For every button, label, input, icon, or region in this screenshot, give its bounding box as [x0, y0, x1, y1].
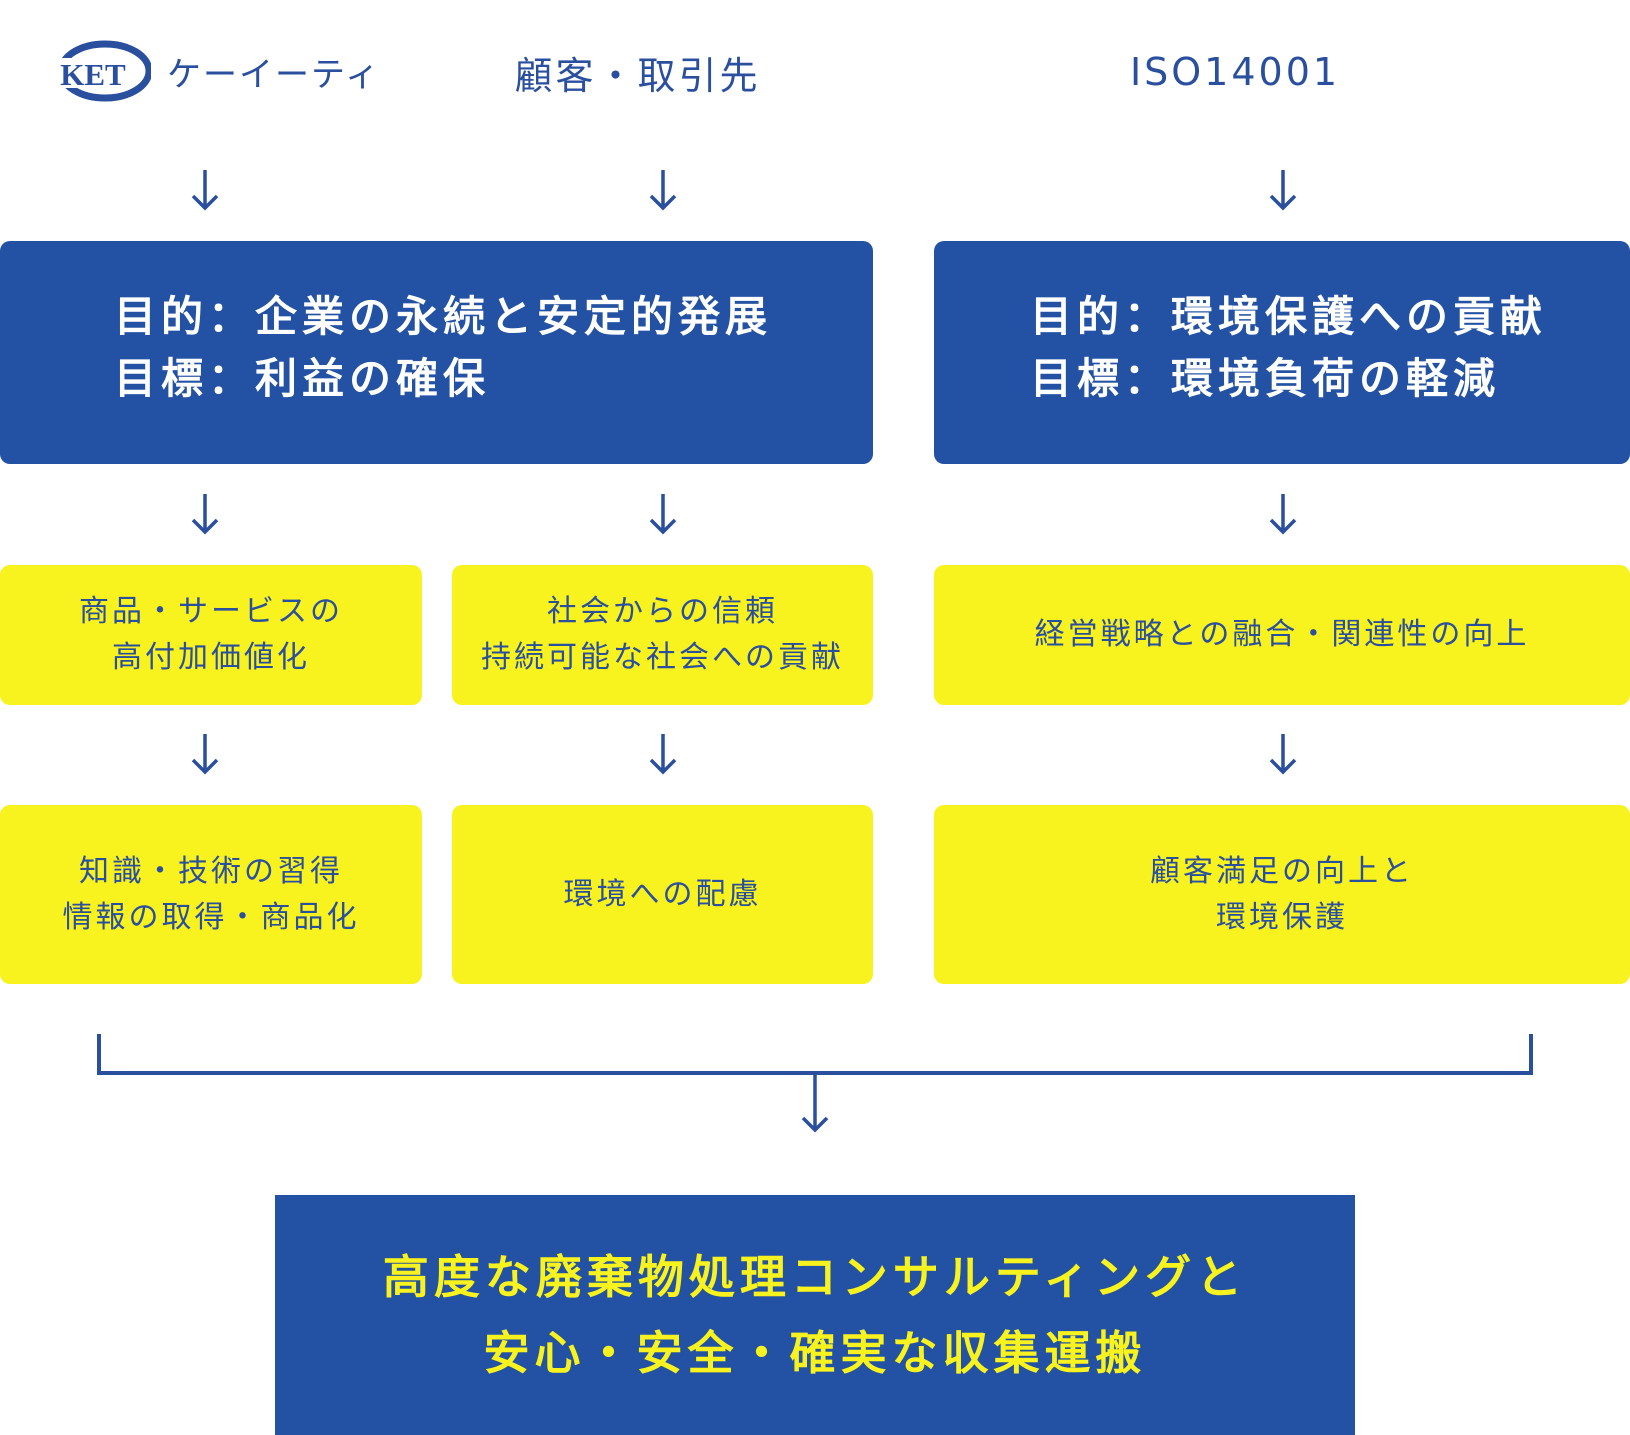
- box-text-line: 高付加価値化: [112, 640, 310, 675]
- arrow-down-icon: [1269, 170, 1297, 211]
- company-target: 目標：利益の確保: [114, 354, 491, 403]
- arrow-down-icon: [191, 494, 219, 535]
- arrow-down-icon: [649, 494, 677, 535]
- yellow-box-knowledge: 知識・技術の習得 情報の取得・商品化: [0, 805, 422, 984]
- arrow-down-icon: [191, 734, 219, 775]
- arrow-down-icon: [1269, 494, 1297, 535]
- box-text-line: 商品・サービスの: [79, 594, 343, 629]
- box-text-line: 環境保護: [1216, 899, 1348, 935]
- box-text-line: 顧客満足の向上と: [1150, 853, 1414, 889]
- arrow-down-icon: [191, 170, 219, 211]
- box-text-line: 持続可能な社会への貢献: [481, 640, 844, 675]
- company-purpose: 目的：企業の永続と安定的発展: [114, 292, 773, 341]
- logo-company-name: ケーイーティ: [167, 54, 381, 95]
- yellow-box-strategy: 経営戦略との融合・関連性の向上: [934, 565, 1630, 705]
- yellow-box-value-added: 商品・サービスの 高付加価値化: [0, 565, 422, 705]
- box-text-line: 社会からの信頼: [547, 594, 778, 629]
- box-text-line: 知識・技術の習得: [79, 853, 343, 889]
- blue-box-company-goals: 目的：企業の永続と安定的発展 目標：利益の確保: [0, 241, 873, 464]
- box-text-line: 情報の取得・商品化: [62, 899, 360, 935]
- yellow-box-environment: 環境への配慮: [452, 805, 873, 984]
- ket-logo: KET ケーイーティ: [55, 38, 381, 104]
- arrow-down-icon: [649, 734, 677, 775]
- service-line-2: 安心・安全・確実な収集運搬: [483, 1326, 1147, 1380]
- yellow-box-social-trust: 社会からの信頼 持続可能な社会への貢献: [452, 565, 873, 705]
- logo-mark-text: KET: [60, 57, 126, 92]
- iso-purpose: 目的：環境保護への貢献: [1030, 292, 1548, 341]
- blue-box-iso-goals: 目的：環境保護への貢献 目標：環境負荷の軽減: [934, 241, 1630, 464]
- header-customers: 顧客・取引先: [514, 53, 761, 98]
- yellow-box-customer-satisfaction: 顧客満足の向上と 環境保護: [934, 805, 1630, 984]
- arrow-down-icon: [1269, 734, 1297, 775]
- ket-logo-icon: KET: [57, 40, 151, 102]
- service-line-1: 高度な廃棄物処理コンサルティングと: [382, 1250, 1248, 1304]
- header-iso14001: ISO14001: [1129, 50, 1341, 94]
- box-text-line: 経営戦略との融合・関連性の向上: [1034, 617, 1530, 652]
- bottom-box-service: 高度な廃棄物処理コンサルティングと 安心・安全・確実な収集運搬: [275, 1195, 1355, 1435]
- iso-target: 目標：環境負荷の軽減: [1030, 354, 1501, 403]
- arrow-down-icon: [649, 170, 677, 211]
- bracket-connector: [97, 1034, 1533, 1133]
- box-text-line: 環境への配慮: [563, 876, 762, 912]
